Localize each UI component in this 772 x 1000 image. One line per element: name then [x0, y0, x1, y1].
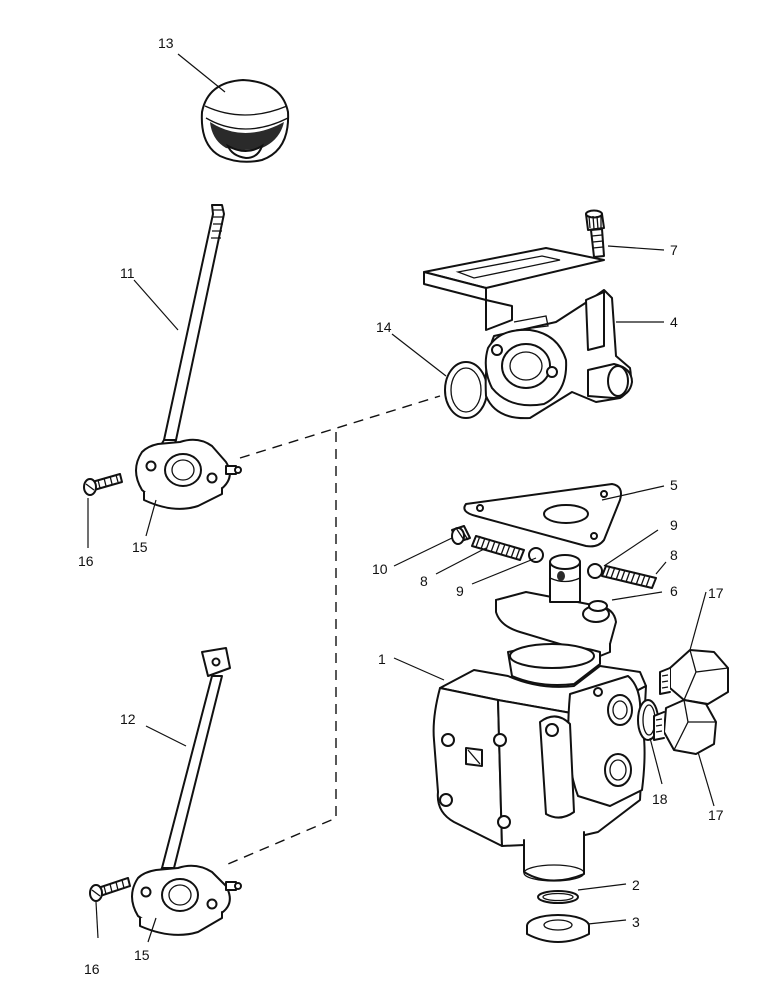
spring-part-8-right [601, 565, 657, 589]
washer-part-3 [526, 914, 590, 943]
flange-plate-part-15-upper [135, 438, 242, 510]
flange-plate-part-15-lower [131, 864, 242, 936]
callout-18: 18 [652, 791, 668, 807]
callout-16-upper: 16 [78, 553, 94, 569]
callout-9-right: 9 [670, 517, 678, 533]
screw-part-16-lower [89, 877, 131, 902]
callout-5: 5 [670, 477, 678, 493]
callout-labels: 13 11 14 7 4 5 9 8 6 17 10 8 9 1 18 17 1… [78, 35, 724, 977]
callout-15-upper: 15 [132, 539, 148, 555]
callout-11: 11 [120, 265, 135, 281]
callout-1: 1 [378, 651, 386, 667]
lever-part-11 [157, 204, 225, 479]
callout-14: 14 [376, 319, 392, 335]
valve-body-part-1 [432, 643, 647, 882]
cap-screw-part-7 [585, 209, 605, 258]
plug-part-17-lower [653, 699, 717, 755]
o-ring-part-14 [444, 361, 488, 419]
spring-part-8-left [471, 535, 525, 561]
set-screw-part-10 [451, 525, 471, 545]
callout-13: 13 [158, 35, 174, 51]
ball-part-9-left [528, 547, 544, 563]
callout-17-lower: 17 [708, 807, 724, 823]
callout-4: 4 [670, 314, 678, 330]
screw-part-16-upper [83, 473, 123, 496]
callout-7: 7 [670, 242, 678, 258]
knob-part-13 [200, 79, 290, 163]
callout-2: 2 [632, 877, 640, 893]
bracket-housing-part-4 [423, 247, 633, 420]
leader-lines [87, 53, 715, 943]
callout-15-lower: 15 [134, 947, 150, 963]
ball-part-9-right [587, 563, 603, 579]
callout-16-lower: 16 [84, 961, 100, 977]
callout-17-upper: 17 [708, 585, 724, 601]
callout-8-left: 8 [420, 573, 428, 589]
assembly-dashed-lines [227, 395, 441, 865]
callout-8-right: 8 [670, 547, 678, 563]
callout-12: 12 [120, 711, 136, 727]
o-ring-part-2 [537, 890, 579, 904]
callout-9-left: 9 [456, 583, 464, 599]
callout-3: 3 [632, 914, 640, 930]
callout-10: 10 [372, 561, 388, 577]
gasket-part-5 [463, 483, 622, 548]
plug-part-17-upper [659, 649, 729, 705]
callout-6: 6 [670, 583, 678, 599]
